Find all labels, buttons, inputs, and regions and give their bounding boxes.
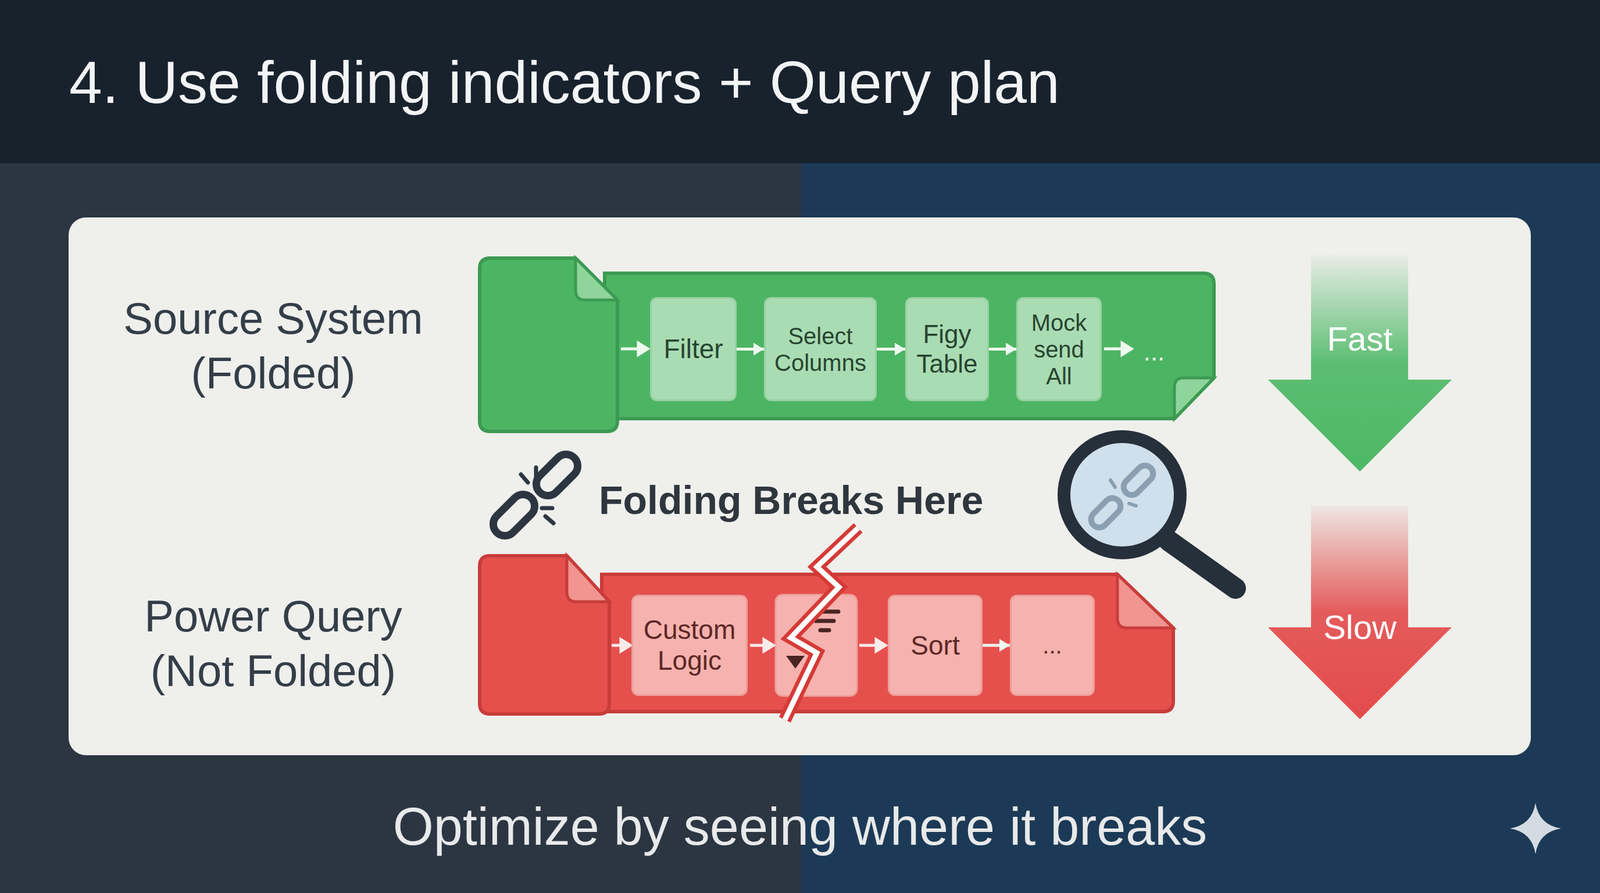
chain-link [531, 449, 583, 501]
chain-link [1120, 462, 1157, 499]
sparkle-mark [1509, 802, 1562, 855]
source-document [479, 258, 618, 432]
flow-arrow [750, 644, 764, 648]
chain-link [488, 489, 540, 541]
slide-caption: Optimize by seeing where it breaks [0, 794, 1600, 859]
query-step-box: Figy Table [905, 297, 989, 402]
break-spark [1110, 480, 1137, 506]
filter-icon [786, 655, 805, 669]
arrow-head [763, 639, 774, 652]
header-band [0, 0, 1600, 164]
filter-icon [811, 611, 839, 631]
flow-arrow [982, 644, 1010, 648]
broken-chain-icon [488, 449, 583, 541]
query-step-box: ... [1009, 594, 1095, 696]
page-curl [1174, 377, 1214, 419]
query-step-box: Sort [887, 594, 983, 696]
folded-band [604, 273, 1214, 419]
step-label: Filter [659, 333, 727, 365]
slide-title: 4. Use folding indicators + Query plan [69, 47, 1060, 118]
filter-icon-box [775, 594, 857, 696]
speed-label: Fast [1268, 318, 1452, 360]
flow-arrow [620, 347, 639, 351]
page-fold [575, 258, 618, 300]
more-steps-mark: ... [1133, 334, 1175, 370]
arrow-head [638, 343, 648, 355]
speed-arrow-shape [1268, 255, 1452, 472]
step-label: Select Columns [765, 322, 875, 377]
query-step-box: Select Columns [763, 297, 877, 402]
arrow-head [620, 639, 631, 652]
page-fold [1117, 574, 1174, 628]
arrow-head [1122, 343, 1132, 355]
magnifier-lens [1063, 436, 1181, 553]
break-callout: Folding Breaks Here [598, 476, 984, 524]
step-label: ... [1038, 631, 1066, 659]
row-label: Source System (Folded) [98, 291, 448, 401]
flow-arrow [988, 347, 1017, 351]
lens-chain [1087, 462, 1157, 531]
flow-arrow [876, 347, 906, 351]
row-label: Power Query (Not Folded) [98, 588, 448, 699]
content-panel [68, 217, 1531, 756]
break-crack [784, 527, 859, 720]
step-label: Custom Logic [633, 614, 746, 677]
speed-arrow: Slow [1268, 505, 1452, 720]
query-step-box: Custom Logic [631, 594, 748, 696]
step-label: Mock send All [1018, 309, 1100, 390]
speed-label: Slow [1268, 606, 1452, 648]
query-step-box: Mock send All [1016, 297, 1102, 402]
query-step-box: Filter [650, 297, 737, 402]
flow-arrow [1104, 347, 1123, 351]
flow-arrow [859, 644, 877, 648]
step-label: Sort [906, 630, 963, 662]
page-fold [566, 555, 610, 602]
magnifier-handle [1168, 540, 1236, 589]
break-spark [520, 467, 554, 524]
speed-arrow: Fast [1268, 255, 1452, 472]
break-crack [784, 527, 859, 720]
chain-link [1087, 494, 1124, 531]
query-document [479, 555, 610, 714]
step-label: Figy Table [906, 319, 988, 379]
speed-arrow-shape [1268, 255, 1452, 472]
flow-arrow [736, 347, 764, 351]
unfolded-band [601, 574, 1174, 712]
speed-arrow-shape [1268, 505, 1452, 720]
arrow-head [876, 639, 886, 652]
